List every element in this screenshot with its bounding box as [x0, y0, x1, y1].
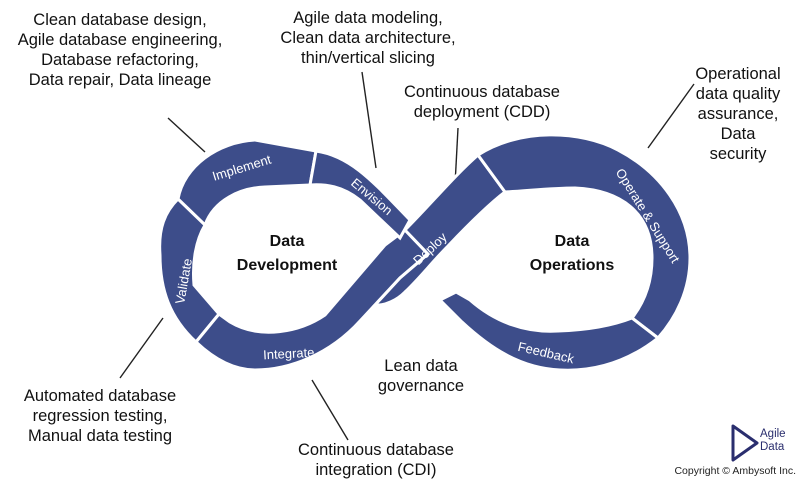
validate-note-line-2: regression testing, — [32, 407, 168, 425]
logo-line-2: Data — [760, 441, 785, 453]
segment-integrate — [193, 228, 431, 372]
label-integrate: Integrate — [263, 345, 315, 363]
agile-data-logo-icon — [731, 424, 759, 462]
center-right-line2: Operations — [530, 257, 615, 274]
center-right-line1: Data — [555, 233, 590, 250]
deploy-note-line-1: Continuous database — [404, 83, 560, 101]
logo-text: Agile Data — [760, 428, 786, 454]
envision-note-line-2: Clean data architecture, — [280, 29, 456, 47]
segment-implement — [176, 138, 318, 228]
segment-envision — [308, 149, 412, 241]
integrate-practices-note: Continuous database integration (CDI) — [276, 440, 476, 480]
integrate-note-line-2: integration (CDI) — [315, 461, 437, 479]
operate-note-line-4: Data — [720, 125, 756, 143]
segment-validate — [158, 196, 221, 345]
infinity-band — [158, 133, 692, 372]
implement-note-line-2: Agile database engineering, — [17, 31, 223, 49]
governance-note: Lean data governance — [360, 356, 482, 396]
validate-note-line-3: Manual data testing — [27, 427, 172, 445]
leader-envision — [361, 71, 377, 169]
deploy-practices-note: Continuous database deployment (CDD) — [382, 82, 582, 122]
leader-validate — [119, 317, 164, 379]
governance-note-line-2: governance — [377, 377, 465, 395]
leader-operate — [647, 83, 695, 149]
integrate-note-line-1: Continuous database — [298, 441, 454, 459]
implement-note-line-1: Clean database design, — [33, 11, 207, 29]
segment-operate-support — [475, 133, 692, 341]
copyright-notice: Copyright © Ambysoft Inc. — [674, 465, 796, 477]
logo-line-1: Agile — [760, 428, 786, 440]
implement-practices-note: Clean database design, Agile database en… — [0, 10, 240, 90]
validate-practices-note: Automated database regression testing, M… — [6, 386, 194, 446]
center-labels: Data Development Data Operations — [237, 233, 615, 274]
deploy-note-line-2: deployment (CDD) — [413, 103, 551, 121]
leader-lines — [119, 71, 695, 441]
operate-note-line-2: data quality — [695, 85, 781, 103]
operate-practices-note: Operational data quality assurance, Data… — [680, 64, 796, 164]
implement-note-line-4: Data repair, Data lineage — [28, 71, 212, 89]
operate-note-line-1: Operational — [695, 65, 781, 83]
envision-note-line-1: Agile data modeling, — [293, 9, 443, 27]
segment-feedback — [437, 290, 661, 372]
implement-note-line-3: Database refactoring, — [41, 51, 199, 69]
envision-note-line-3: thin/vertical slicing — [301, 49, 435, 67]
operate-note-line-3: assurance, — [697, 105, 779, 123]
center-left-line1: Data — [270, 233, 305, 250]
segment-deploy — [371, 152, 508, 307]
validate-note-line-1: Automated database — [23, 387, 177, 405]
governance-note-line-1: Lean data — [384, 357, 458, 375]
leader-implement — [167, 117, 206, 153]
center-left-line2: Development — [237, 257, 338, 274]
operate-note-line-5: security — [709, 145, 767, 163]
leader-integrate — [311, 379, 349, 441]
envision-practices-note: Agile data modeling, Clean data architec… — [258, 8, 478, 68]
